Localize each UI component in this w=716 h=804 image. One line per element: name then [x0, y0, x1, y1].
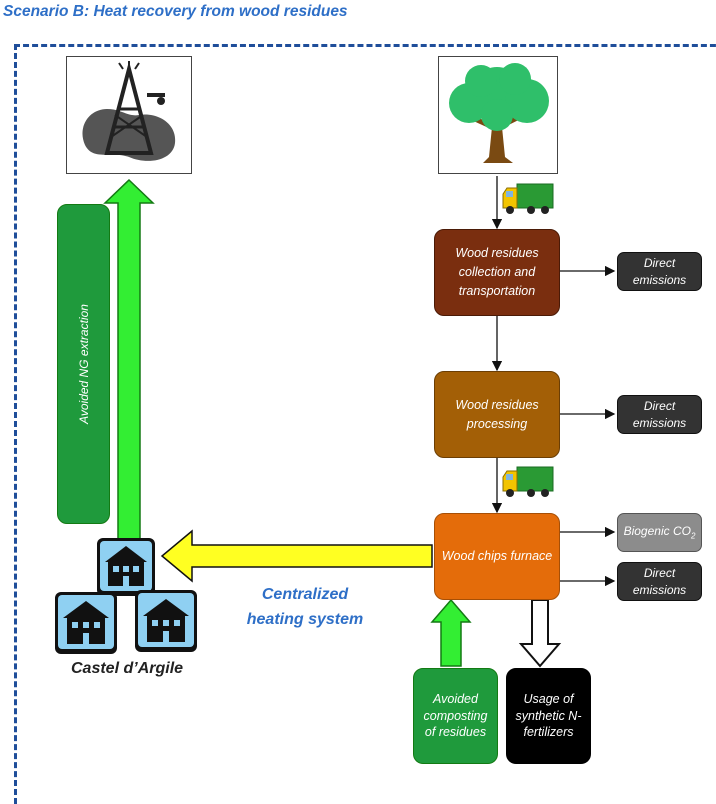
town-label: Castel d’Argile — [71, 660, 184, 677]
green-arrow-composting — [430, 598, 472, 667]
truck-icon — [502, 183, 554, 214]
processing-box: Wood residues processing — [434, 371, 560, 458]
direct-emissions-label: Direct emissions — [632, 399, 687, 430]
yellow-heat-arrow — [160, 529, 433, 583]
gas-extraction-rig-icon — [82, 61, 176, 161]
biogenic-co2-box: Biogenic CO2 — [617, 513, 702, 552]
avoided-ng-extraction-box: Avoided NG extraction — [57, 204, 110, 524]
avoided-ng-extraction-label: Avoided NG extraction — [76, 304, 91, 424]
house-icon — [97, 538, 155, 596]
collection-process-box: Wood residues collection and transportat… — [434, 229, 560, 316]
furnace-box: Wood chips furnace — [434, 513, 560, 600]
direct-emissions-label: Direct emissions — [632, 566, 687, 597]
direct-emissions-box: Direct emissions — [617, 252, 702, 291]
direct-emissions-label: Direct emissions — [632, 256, 687, 287]
scenario-frame — [14, 44, 716, 804]
biogenic-co2-subscript: 2 — [690, 531, 696, 541]
house-icon — [135, 590, 197, 652]
avoided-composting-label: Avoided composting of residues — [423, 691, 488, 740]
processing-label: Wood residues processing — [455, 397, 539, 431]
house-icon — [55, 592, 117, 654]
fertilizer-label: Usage of synthetic N-fertilizers — [515, 691, 582, 740]
gas-extraction-image — [66, 56, 192, 174]
fertilizer-box: Usage of synthetic N-fertilizers — [506, 668, 591, 764]
connector-layer — [55, 176, 616, 668]
white-arrow-fertilizers — [518, 599, 562, 668]
biogenic-co2-text: Biogenic CO — [623, 523, 691, 538]
tree-icon — [449, 63, 549, 163]
diagram-title: Scenario B: Heat recovery from wood resi… — [3, 3, 348, 20]
biogenic-co2-label: Biogenic CO2 — [624, 523, 696, 542]
green-arrow-to-ng — [103, 178, 155, 541]
direct-emissions-box: Direct emissions — [617, 395, 702, 434]
direct-emissions-box: Direct emissions — [617, 562, 702, 601]
heating-system-label: Centralized heating system — [246, 586, 364, 628]
furnace-label: Wood chips furnace — [441, 549, 553, 564]
collection-process-label: Wood residues collection and transportat… — [455, 246, 539, 298]
truck-icon — [502, 466, 554, 497]
avoided-composting-box: Avoided composting of residues — [413, 668, 498, 764]
tree-image — [438, 56, 558, 174]
